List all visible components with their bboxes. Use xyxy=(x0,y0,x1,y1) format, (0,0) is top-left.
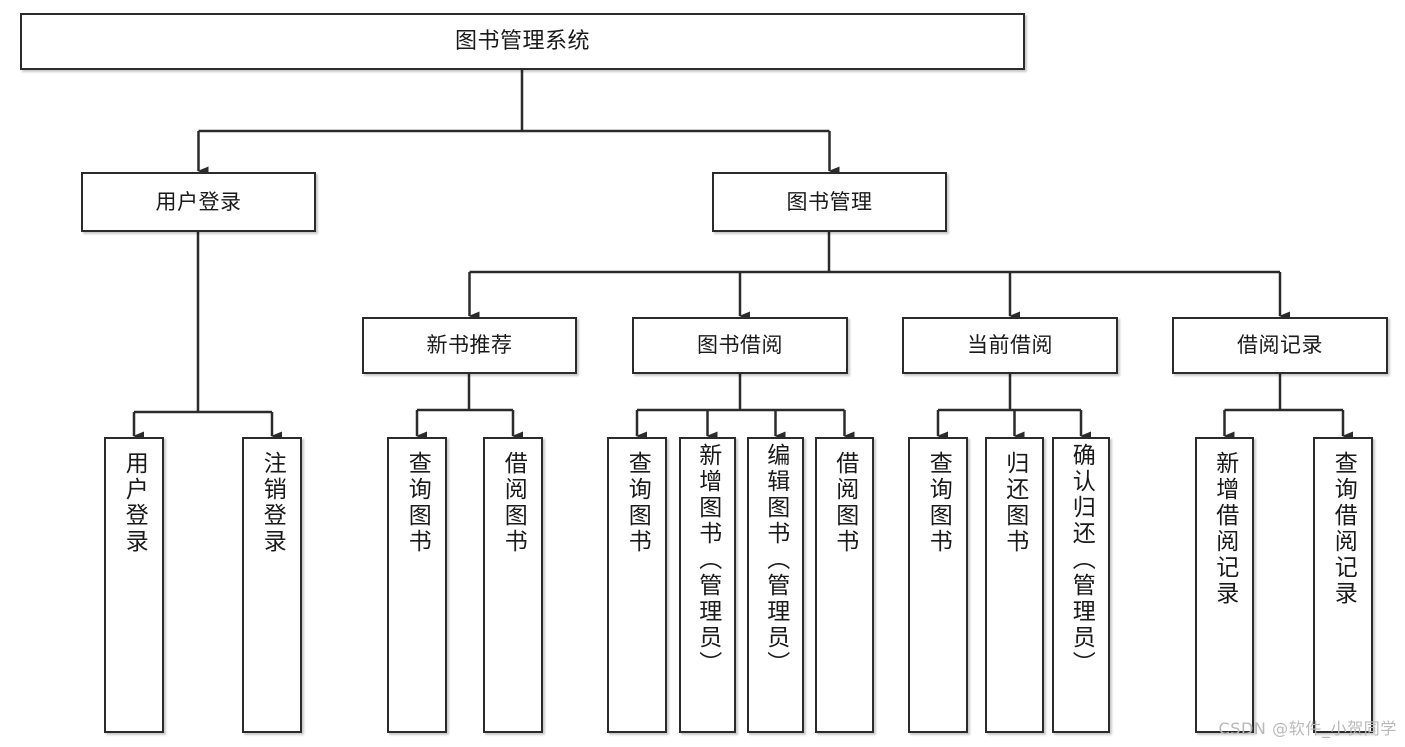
node-leaf-confirm-return[interactable]: 确认归还（管理员） xyxy=(1052,437,1110,733)
node-label-leaf-borrow-book-2: 借阅图书 xyxy=(831,451,858,555)
node-label-leaf-query-book-3: 查询图书 xyxy=(925,451,952,555)
node-label-current-borrow: 当前借阅 xyxy=(967,333,1053,358)
node-leaf-return-book[interactable]: 归还图书 xyxy=(985,437,1044,733)
node-label-borrow-record: 借阅记录 xyxy=(1237,333,1323,358)
node-leaf-user-logout[interactable]: 注销登录 xyxy=(242,437,302,733)
node-label-leaf-user-login: 用户登录 xyxy=(121,451,148,555)
node-leaf-query-record[interactable]: 查询借阅记录 xyxy=(1313,437,1373,733)
node-leaf-user-login[interactable]: 用户登录 xyxy=(104,437,164,733)
node-book-borrow[interactable]: 图书借阅 xyxy=(632,317,848,374)
node-current-borrow[interactable]: 当前借阅 xyxy=(902,317,1118,374)
node-label-leaf-query-book-2: 查询图书 xyxy=(624,451,651,555)
node-leaf-edit-book[interactable]: 编辑图书（管理员） xyxy=(747,437,804,733)
node-label-user-login: 用户登录 xyxy=(155,189,242,214)
node-label-leaf-add-record: 新增借阅记录 xyxy=(1211,451,1238,607)
node-leaf-query-book-1[interactable]: 查询图书 xyxy=(387,437,447,733)
node-label-book-manage: 图书管理 xyxy=(786,189,873,214)
node-label-leaf-borrow-book-1: 借阅图书 xyxy=(500,451,527,555)
node-root[interactable]: 图书管理系统 xyxy=(20,13,1025,70)
node-leaf-add-record[interactable]: 新增借阅记录 xyxy=(1195,437,1254,733)
node-label-leaf-add-book: 新增图书（管理员） xyxy=(694,443,721,677)
node-label-leaf-user-logout: 注销登录 xyxy=(259,451,286,555)
node-label-leaf-confirm-return: 确认归还（管理员） xyxy=(1068,443,1095,677)
node-label-leaf-query-record: 查询借阅记录 xyxy=(1330,451,1357,607)
node-label-leaf-edit-book: 编辑图书（管理员） xyxy=(762,443,789,677)
node-leaf-query-book-3[interactable]: 查询图书 xyxy=(908,437,968,733)
node-book-manage[interactable]: 图书管理 xyxy=(712,172,947,232)
node-leaf-borrow-book-2[interactable]: 借阅图书 xyxy=(815,437,874,733)
node-label-leaf-query-book-1: 查询图书 xyxy=(404,451,431,555)
node-borrow-record[interactable]: 借阅记录 xyxy=(1172,317,1388,374)
node-leaf-query-book-2[interactable]: 查询图书 xyxy=(607,437,667,733)
node-label-new-book-rec: 新书推荐 xyxy=(426,333,513,358)
watermark-text: CSDN @软件_小贺同学 xyxy=(1218,719,1397,738)
node-label-leaf-return-book: 归还图书 xyxy=(1001,451,1028,555)
node-leaf-borrow-book-1[interactable]: 借阅图书 xyxy=(483,437,543,733)
node-leaf-add-book[interactable]: 新增图书（管理员） xyxy=(679,437,736,733)
node-new-book-rec[interactable]: 新书推荐 xyxy=(362,317,577,374)
node-user-login[interactable]: 用户登录 xyxy=(81,172,316,232)
node-label-root: 图书管理系统 xyxy=(454,28,590,54)
edges-group xyxy=(132,70,1353,441)
node-label-book-borrow: 图书借阅 xyxy=(697,333,783,358)
